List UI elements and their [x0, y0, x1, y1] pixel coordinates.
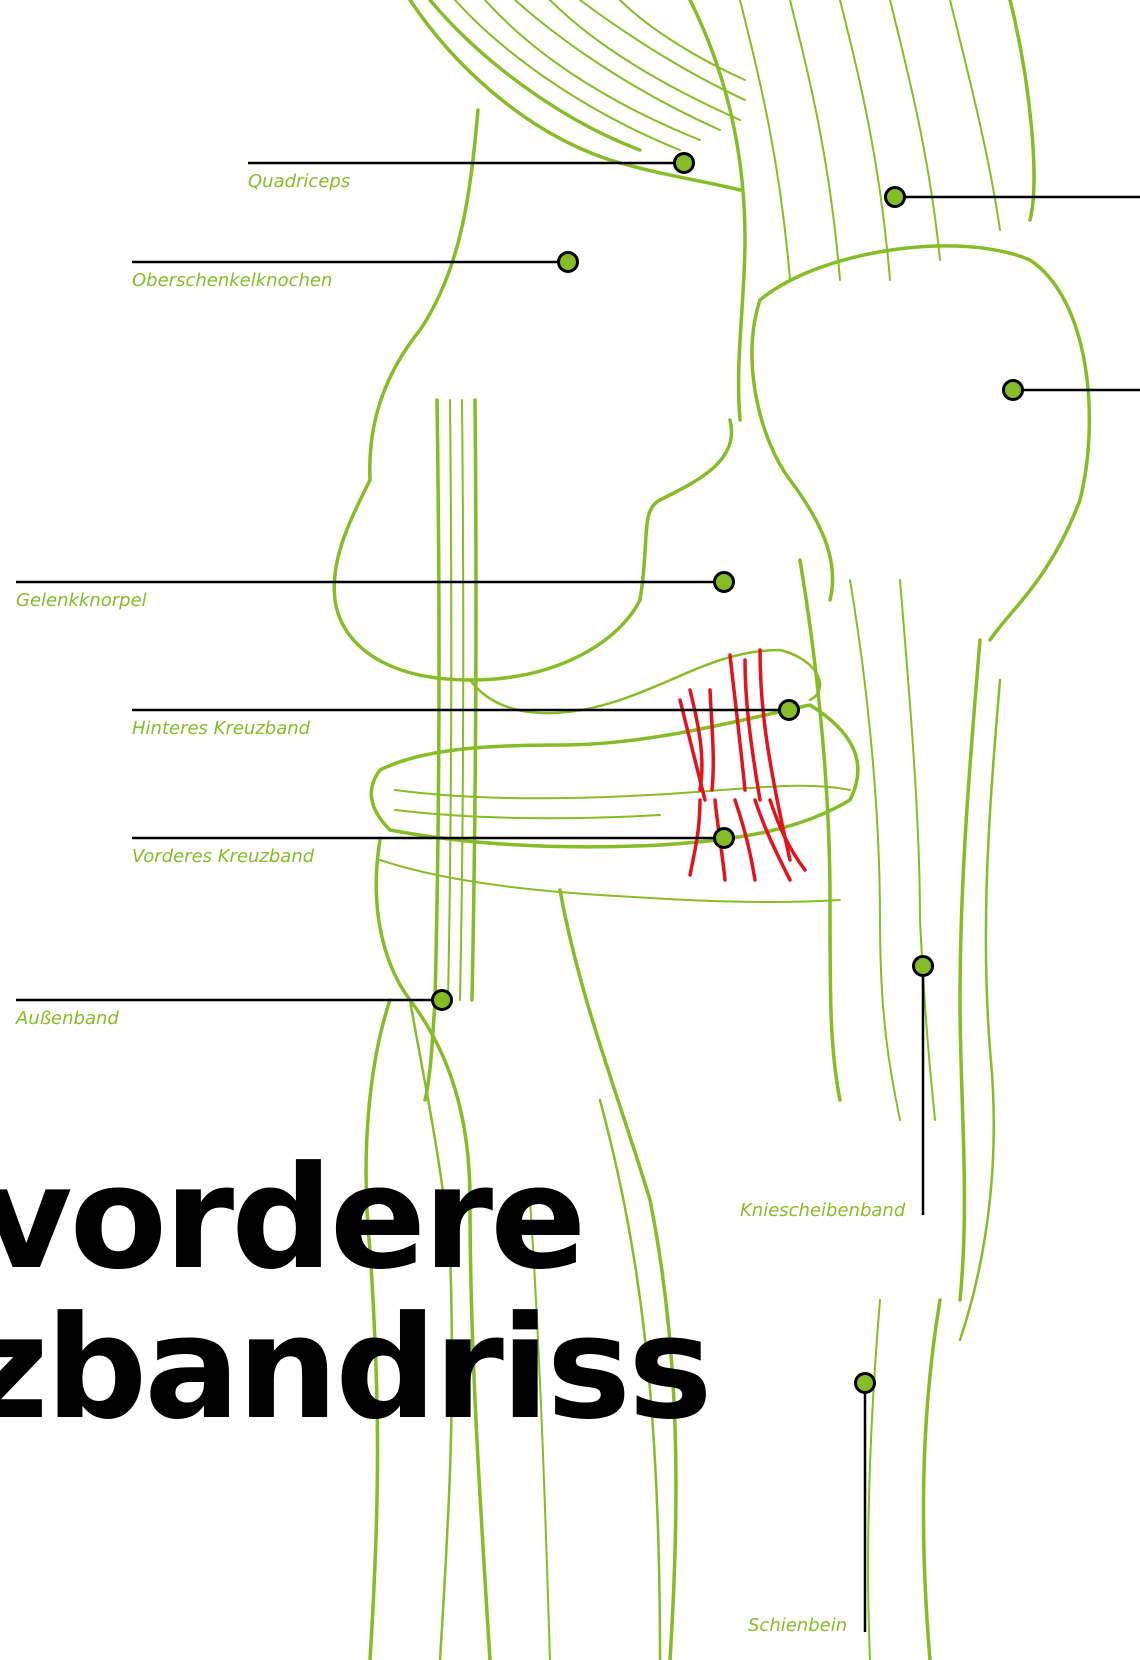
- dot-patellar-ligament: [914, 957, 933, 976]
- dot-femur: [559, 253, 578, 272]
- label-pcl: Hinteres Kreuzband: [132, 718, 310, 739]
- dot-cartilage: [715, 573, 734, 592]
- acl-torn-ligament: [680, 650, 805, 880]
- dot-quad-tendon: [886, 188, 905, 207]
- label-cartilage: Gelenkknorpel: [16, 590, 147, 611]
- page-title-line-2: zbandriss: [0, 1298, 710, 1440]
- dot-quadriceps: [675, 154, 694, 173]
- dot-tibia: [856, 1374, 875, 1393]
- label-lcl: Außenband: [16, 1008, 119, 1029]
- dot-lcl: [433, 991, 452, 1010]
- label-quadriceps: Quadriceps: [248, 171, 350, 192]
- dot-patella: [1004, 381, 1023, 400]
- dot-pcl: [780, 701, 799, 720]
- label-femur: Oberschenkelknochen: [132, 270, 332, 291]
- label-tibia: Schienbein: [748, 1615, 847, 1636]
- page-title-line-1: vordere: [0, 1148, 583, 1290]
- label-acl: Vorderes Kreuzband: [132, 846, 314, 867]
- dot-acl: [715, 829, 734, 848]
- label-patellar-ligament: Kniescheibenband: [740, 1200, 905, 1221]
